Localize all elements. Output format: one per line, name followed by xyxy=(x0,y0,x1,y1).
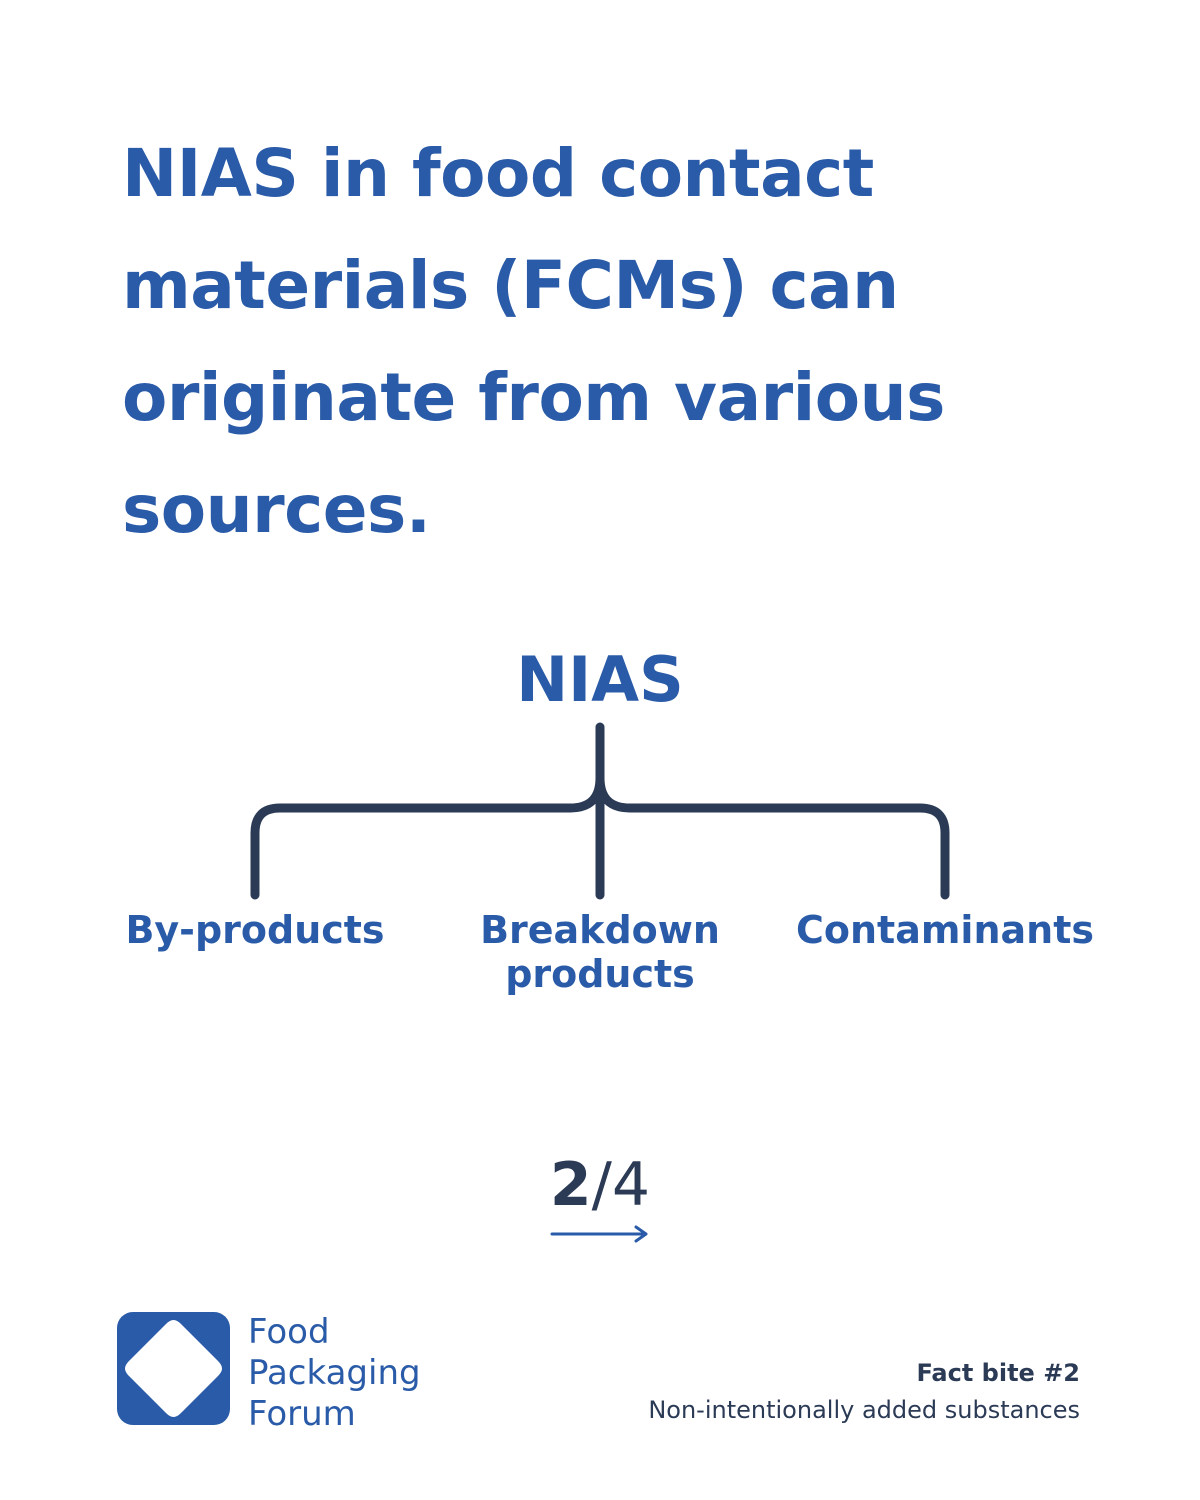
next-arrow-icon[interactable] xyxy=(548,1222,652,1246)
connector-left-branch xyxy=(250,803,575,900)
connector-right-branch xyxy=(625,803,950,900)
fact-bite-label: Fact bite #2 xyxy=(916,1359,1080,1387)
page-total: /4 xyxy=(591,1150,651,1220)
page-current: 2 xyxy=(549,1150,592,1220)
branch-label-contaminants: Contaminants xyxy=(795,908,1094,952)
diagram-root-label: NIAS xyxy=(516,643,684,716)
page-indicator: 2/4 xyxy=(0,1150,1200,1220)
fact-bite-info: Fact bite #2 Non-intentionally added sub… xyxy=(560,1356,1080,1430)
logo-line-forum: Forum xyxy=(248,1394,356,1434)
connector-right-stem xyxy=(595,773,635,813)
diamond-logo-icon xyxy=(117,1312,230,1425)
fact-bite-subtitle: Non-intentionally added substances xyxy=(648,1396,1080,1424)
logo-wordmark: Food Packaging Forum xyxy=(248,1312,508,1435)
logo-line-packaging: Packaging xyxy=(248,1353,421,1393)
headline: NIAS in food contact materials (FCMs) ca… xyxy=(122,135,945,548)
branch-label-by-products: By-products xyxy=(125,908,385,952)
logo-line-food: Food xyxy=(248,1312,330,1352)
branch-label-breakdown-products: Breakdown products xyxy=(480,908,720,996)
